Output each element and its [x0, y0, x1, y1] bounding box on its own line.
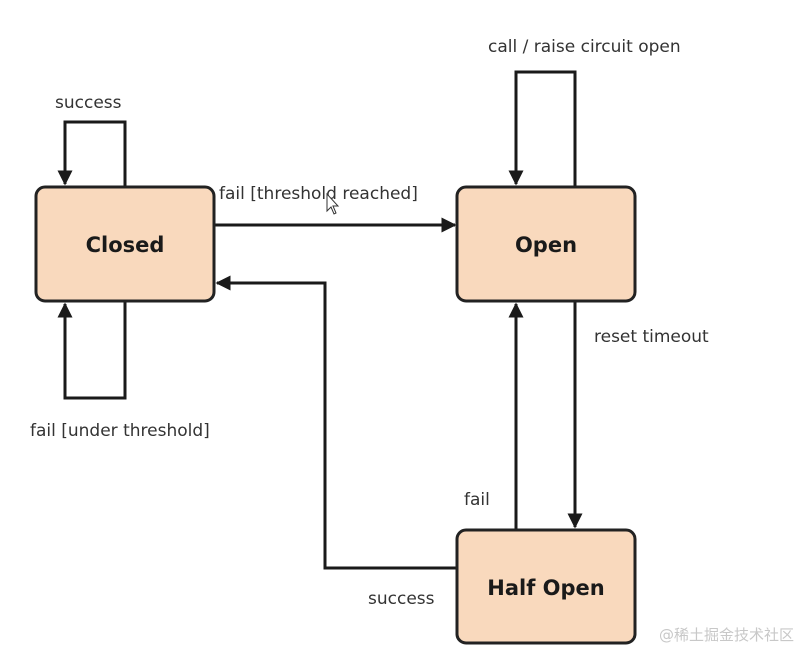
- open-self-loop: [508, 70, 577, 186]
- state-open-label: Open: [515, 233, 577, 257]
- half-open-to-closed-arrow: [215, 275, 457, 570]
- label-open-self: call / raise circuit open: [488, 37, 681, 57]
- watermark: @稀土掘金技术社区: [659, 626, 794, 644]
- state-closed-box: [34, 185, 216, 303]
- closed-success-loop: [57, 120, 127, 186]
- label-open-to-half-open: reset timeout: [594, 327, 709, 347]
- label-closed-to-open: fail [threshold reached]: [219, 184, 418, 204]
- state-closed: Closed: [34, 185, 216, 303]
- state-open-box: [455, 185, 637, 303]
- mouse-cursor-icon: [326, 192, 340, 215]
- label-closed-success: success: [55, 93, 122, 113]
- state-closed-label: Closed: [86, 233, 165, 257]
- state-half-open-label: Half Open: [487, 576, 604, 600]
- closed-fail-loop: [57, 302, 127, 400]
- label-closed-fail-under-threshold: fail [under threshold]: [30, 421, 210, 441]
- label-half-open-to-open: fail: [464, 490, 490, 510]
- label-half-open-to-closed: success: [368, 589, 435, 609]
- state-half-open-box: [455, 528, 637, 645]
- state-half-open: Half Open: [455, 528, 637, 645]
- state-open: Open: [455, 185, 637, 303]
